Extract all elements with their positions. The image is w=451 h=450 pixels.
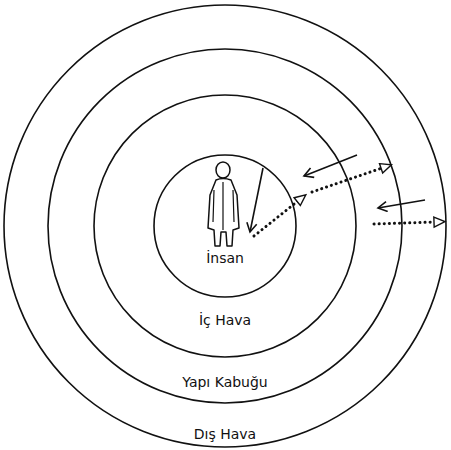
region-label-row: Yapı Kabuğu <box>47 373 403 391</box>
region-label: Yapı Kabuğu <box>180 374 269 390</box>
circle-outline <box>153 154 297 298</box>
incoming-flow-arrow <box>250 168 263 232</box>
ring-region: Dış Hava Yapı Kabuğu İç Hava İnsan <box>3 4 447 448</box>
circle-outline <box>47 48 403 404</box>
incoming-flow-arrow <box>304 155 357 176</box>
ring-region: İç Hava İnsan <box>93 94 357 358</box>
region-label-row: İnsan <box>153 249 297 267</box>
outgoing-flow-arrow <box>254 201 298 236</box>
region-label-row: İç Hava <box>93 311 357 329</box>
ring-region: Yapı Kabuğu İç Hava İnsan <box>47 48 403 404</box>
region-label-row: Dış Hava <box>3 425 447 443</box>
ring-region: İnsan <box>153 154 297 298</box>
region-label: İç Hava <box>197 312 253 328</box>
region-label: Dış Hava <box>192 426 258 442</box>
region-label: İnsan <box>204 250 246 266</box>
outgoing-flow-arrow <box>374 222 435 224</box>
